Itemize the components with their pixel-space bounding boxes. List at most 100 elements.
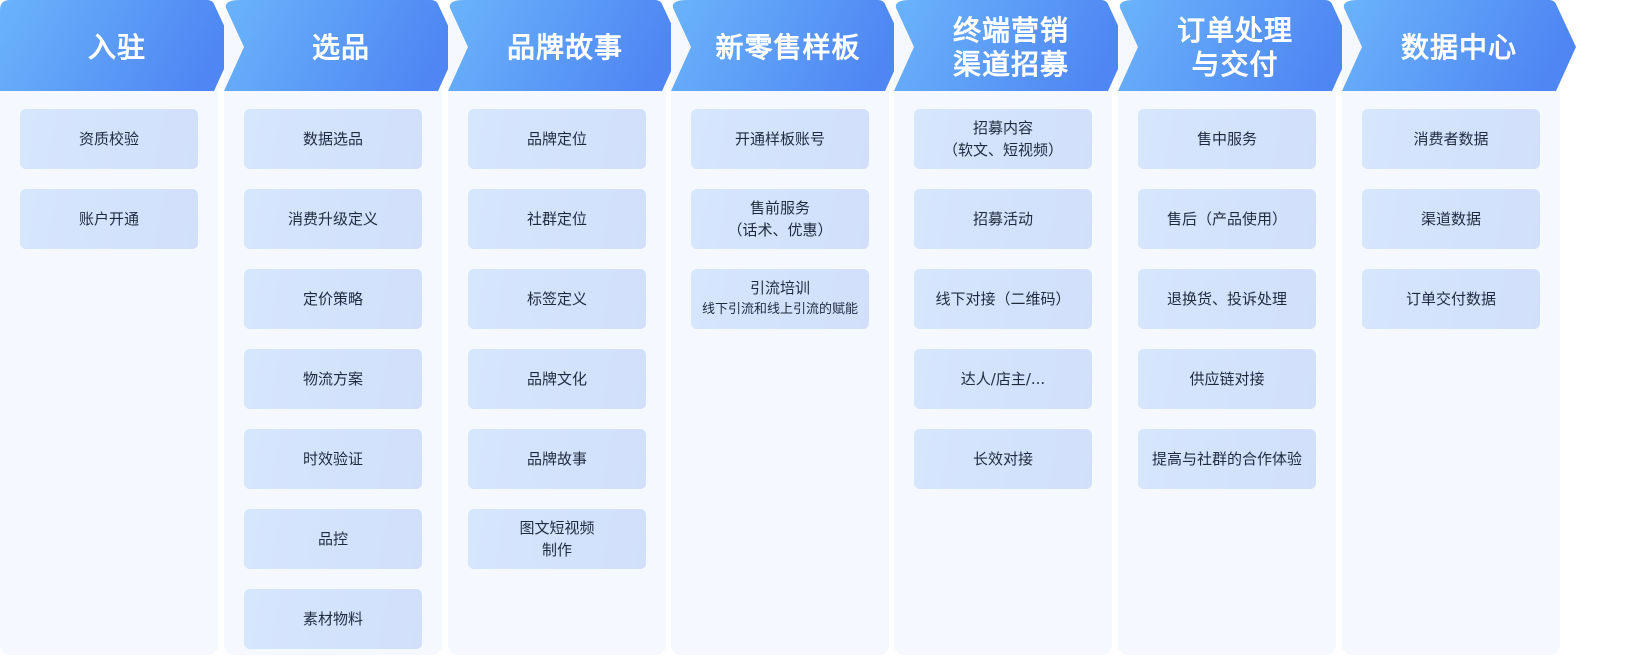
stage-title: 选品 [311,30,370,64]
stage-item-label-text: 售后（产品使用） [1166,210,1287,228]
stage-item-label: 图文短视频 制作 [519,517,594,561]
stage-item-card: 品牌文化 [468,349,646,409]
stage-item-list: 消费者数据渠道数据订单交付数据 [1362,109,1540,349]
stage-item-label-text: 账户开通 [78,210,139,228]
stage-item-label-text: 招募内容 （软文、短视频） [942,119,1063,159]
stage-item-list: 售中服务售后（产品使用） 退换货、投诉处理供应链对接提高与社群的合作体验 [1138,109,1316,509]
stage-item-label-text: 社群定位 [526,210,587,228]
stage-item-label: 消费者数据 [1413,128,1488,150]
stage-item-card: 素材物料 [244,589,422,649]
stage-column: 入驻资质校验账户开通 [0,0,234,657]
stage-item-label-text: 引流培训 [749,279,810,297]
stage-item-label-text: 消费升级定义 [287,210,378,228]
stage-column: 数据中心消费者数据渠道数据订单交付数据 [1342,0,1576,657]
stage-item-card: 售后（产品使用） [1138,189,1316,249]
stage-item-label: 品牌文化 [527,368,587,390]
stage-item-card: 订单交付数据 [1362,269,1540,329]
stage-item-card: 图文短视频 制作 [468,509,646,569]
stage-item-card: 数据选品 [244,109,422,169]
stage-item-label: 物流方案 [303,368,363,390]
stage-item-label: 品牌定位 [527,128,587,150]
stage-title: 新零售样板 [715,30,861,64]
stage-item-label-text: 时效验证 [302,450,363,468]
stage-chevron-arrow [448,0,682,91]
stage-item-label: 标签定义 [527,288,587,310]
stage-item-label: 账户开通 [79,208,139,230]
stage-item-card: 招募内容 （软文、短视频） [914,109,1092,169]
stage-title: 品牌故事 [506,30,623,64]
stage-item-label: 订单交付数据 [1406,288,1496,310]
stage-chevron-arrow [671,0,905,91]
stage-item-label: 退换货、投诉处理 [1167,288,1287,310]
stage-item-card: 标签定义 [468,269,646,329]
stage-item-card: 长效对接 [914,429,1092,489]
stage-item-label-text: 标签定义 [526,290,587,308]
stage-chevron-arrow [224,0,458,91]
stage-item-card: 物流方案 [244,349,422,409]
stage-item-label-text: 素材物料 [302,610,363,628]
stage-item-label-text: 退换货、投诉处理 [1166,290,1287,308]
stage-item-list: 开通样板账号售前服务 （话术、优惠） 引流培训线下引流和线上引流的赋能 [691,109,869,349]
stage-item-card: 资质校验 [20,109,198,169]
stage-chevron-arrow [1342,0,1576,91]
stage-item-label-text: 售中服务 [1196,130,1257,148]
stage-item-label: 售后（产品使用） [1167,208,1287,230]
stage-item-label-text: 长效对接 [972,450,1033,468]
stage-item-label: 渠道数据 [1421,208,1481,230]
stage-item-card: 招募活动 [914,189,1092,249]
stage-item-label: 引流培训线下引流和线上引流的赋能 [702,277,858,321]
stage-item-card: 社群定位 [468,189,646,249]
stage-item-label-text: 提高与社群的合作体验 [1151,450,1302,468]
stage-item-card: 品牌定位 [468,109,646,169]
stage-item-label-text: 品牌定位 [526,130,587,148]
stage-item-label-text: 售前服务 （话术、优惠） [727,199,833,239]
stage-item-card: 引流培训线下引流和线上引流的赋能 [691,269,869,329]
stage-item-label: 品控 [318,528,348,550]
stage-item-label-text: 达人/店主/... [960,370,1046,388]
stage-item-card: 售前服务 （话术、优惠） [691,189,869,249]
stage-item-card: 供应链对接 [1138,349,1316,409]
stage-column: 订单处理 与交付售中服务售后（产品使用） 退换货、投诉处理供应链对接提高与社群的合… [1118,0,1352,657]
stage-item-card: 品牌故事 [468,429,646,489]
stage-item-label: 素材物料 [303,608,363,630]
stage-item-label-text: 品牌故事 [526,450,587,468]
stage-item-label-text: 物流方案 [302,370,363,388]
stage-item-label: 供应链对接 [1189,368,1264,390]
stage-item-card: 品控 [244,509,422,569]
stage-item-label: 长效对接 [973,448,1033,470]
stage-chevron-arrow [894,0,1128,91]
stage-column: 品牌故事品牌定位社群定位标签定义品牌文化品牌故事图文短视频 制作 [448,0,682,657]
stage-item-card: 时效验证 [244,429,422,489]
stage-item-label: 时效验证 [303,448,363,470]
stage-chevron-arrow [0,0,234,91]
stage-item-label: 提高与社群的合作体验 [1152,448,1302,470]
stage-item-list: 数据选品消费升级定义定价策略物流方案时效验证品控素材物料 [244,109,422,669]
stage-item-card: 提高与社群的合作体验 [1138,429,1316,489]
stage-item-label-text: 品控 [317,530,348,548]
stage-item-sublabel: 线下引流和线上引流的赋能 [701,302,858,317]
stage-item-label: 社群定位 [527,208,587,230]
stage-title: 终端营销 渠道招募 [952,13,1069,81]
stage-item-label-text: 线下对接（二维码） [935,290,1071,308]
stage-title: 订单处理 与交付 [1176,13,1293,81]
stage-item-label-text: 数据选品 [302,130,363,148]
stage-item-label: 资质校验 [79,128,139,150]
stage-item-label: 消费升级定义 [288,208,378,230]
stage-item-list: 品牌定位社群定位标签定义品牌文化品牌故事图文短视频 制作 [468,109,646,589]
stage-item-list: 招募内容 （软文、短视频） 招募活动线下对接（二维码） 达人/店主/... 长效对接 [914,109,1092,509]
stage-item-label: 达人/店主/... [961,368,1045,390]
stage-item-label-text: 订单交付数据 [1405,290,1496,308]
stage-column: 选品数据选品消费升级定义定价策略物流方案时效验证品控素材物料 [224,0,458,657]
stage-item-list: 资质校验账户开通 [20,109,198,269]
stage-item-label-text: 品牌文化 [526,370,587,388]
stage-item-card: 线下对接（二维码） [914,269,1092,329]
stage-item-card: 定价策略 [244,269,422,329]
stage-item-label-text: 开通样板账号 [734,130,825,148]
stage-item-card: 退换货、投诉处理 [1138,269,1316,329]
stage-item-label-text: 渠道数据 [1420,210,1481,228]
stage-item-card: 消费者数据 [1362,109,1540,169]
stage-item-label: 招募内容 （软文、短视频） [943,117,1063,161]
stage-title: 数据中心 [1400,30,1517,64]
stage-column: 新零售样板开通样板账号售前服务 （话术、优惠） 引流培训线下引流和线上引流的赋能 [671,0,905,657]
